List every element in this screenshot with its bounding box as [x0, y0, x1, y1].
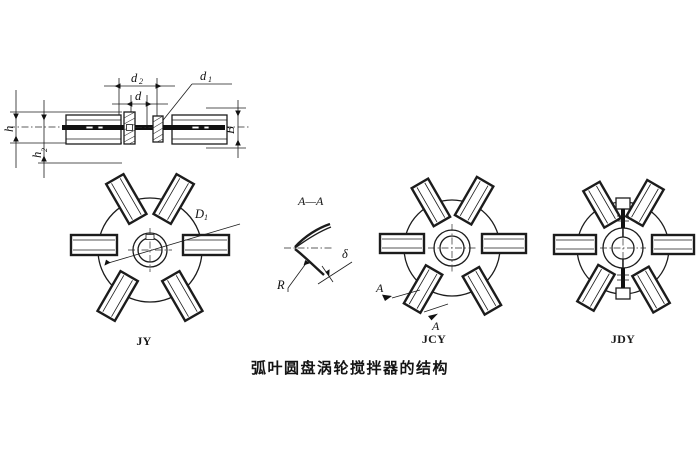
jdy-blade-right [650, 233, 696, 256]
jcy-blade-upper-left [402, 263, 444, 315]
jy-blade-lower-left [104, 172, 149, 226]
elevation-right-shaft [163, 125, 225, 130]
jdy-bolt-shank-top [621, 209, 625, 228]
dimension-label-d2-sub: 2 [139, 77, 143, 86]
jcy-blade-lower-right [453, 175, 495, 227]
jcy-blade-right [480, 232, 528, 255]
jdy-blades [552, 178, 696, 315]
elevation-right-dimension-lines [206, 100, 246, 158]
jy-blade-upper-right [160, 269, 205, 323]
impeller-jcy-group: A A JCY [375, 175, 528, 346]
dimension-label-B-text: B [223, 126, 237, 134]
jy-callout-D1-sub: 1 [204, 213, 208, 222]
jy-hub [128, 228, 172, 272]
dimension-leader-d1: d 1 [159, 69, 232, 125]
dimension-label-h2-text: h [30, 152, 44, 158]
jdy-blade-left [552, 233, 598, 256]
section-label-R-text: R [276, 278, 285, 292]
blade-profile-inner-line [294, 226, 332, 249]
jy-blade-upper-left [95, 269, 140, 323]
dimension-label-h2-sub: 2 [40, 148, 49, 152]
dimension-label-h2: h 2 [30, 148, 49, 158]
dimension-label-h-text: h [2, 126, 16, 132]
jcy-blade-lower-left [410, 177, 452, 228]
jy-callout-D1: D 1 [104, 207, 241, 266]
dimension-label-d2: d 2 [131, 71, 143, 86]
jdy-blade-upper-right [630, 264, 672, 315]
figure-caption: 弧叶圆盘涡轮搅拌器的结构 [250, 359, 449, 377]
dimension-label-h: h [2, 126, 16, 132]
impeller-jy-label: JY [136, 334, 151, 348]
jy-blade-lower-right [151, 172, 196, 226]
section-label-delta-text: δ [342, 247, 348, 261]
section-a-a-title: A—A [297, 194, 324, 208]
elevation-view-group: h h 2 d 2 [2, 69, 250, 178]
elevation-left-shaft [62, 125, 124, 130]
jy-callout-D1-text: D [194, 207, 204, 221]
jy-blade-left [69, 233, 119, 257]
jcy-blade-upper-right [461, 265, 503, 317]
jdy-blade-lower-right [624, 178, 666, 228]
blade-profile-lower-arc [294, 248, 325, 276]
jcy-blades [378, 175, 528, 317]
jcy-section-mark-bottom-label: A [431, 319, 440, 333]
impeller-jdy-group: JDY [552, 178, 696, 346]
jdy-bolt-head-bottom [615, 287, 631, 300]
jcy-section-mark-top-label: A [375, 281, 384, 295]
jdy-blade-lower-left [581, 180, 623, 230]
jdy-blade-upper-left [575, 263, 617, 313]
section-label-delta: δ [317, 247, 353, 285]
jcy-hub [428, 224, 476, 272]
dimension-label-B: B [223, 126, 237, 134]
jy-blade-right [181, 233, 231, 257]
impeller-jcy-label: JCY [422, 332, 446, 346]
jy-blades [69, 172, 231, 323]
jdy-bolt-head-top [615, 197, 631, 210]
jdy-hub-split-clamp [600, 197, 646, 300]
dimension-label-d: d [135, 89, 142, 103]
jdy-bolt-shank-bottom [621, 268, 625, 288]
impeller-jdy-label: JDY [611, 332, 635, 346]
section-label-R: R [276, 260, 310, 292]
impeller-jy-group: D 1 JY [69, 172, 241, 348]
elevation-sleeve [152, 115, 164, 143]
jcy-blade-left [378, 232, 426, 255]
jcy-section-marks: A A [375, 281, 449, 333]
dimension-label-d-text: d [135, 89, 142, 103]
blade-profile-upper-arc [294, 222, 331, 248]
dimension-label-d1-text: d [200, 69, 207, 83]
dimension-label-d2-text: d [131, 71, 138, 85]
elevation-hub-boss [123, 111, 136, 145]
section-a-a-group: A—A R δ [276, 194, 353, 292]
dimension-label-d1-sub: 1 [208, 75, 212, 84]
